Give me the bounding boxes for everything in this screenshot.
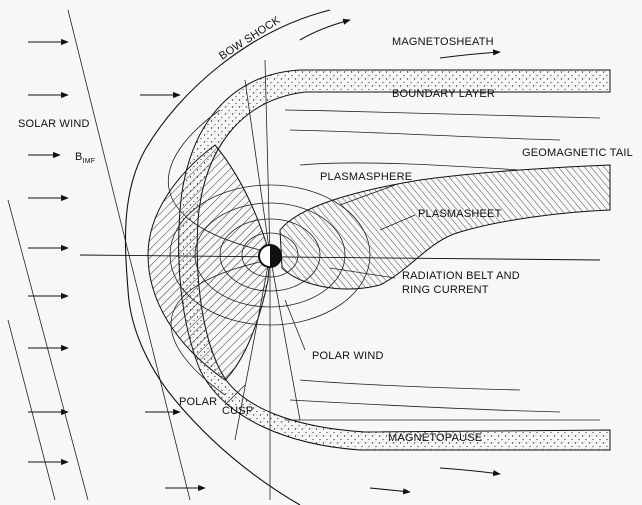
b-imf-label: BIMF [75, 151, 95, 165]
b-imf-sub: IMF [83, 158, 96, 165]
boundary-layer-label: BOUNDARY LAYER [392, 88, 495, 100]
plasmasheet-label: PLASMASHEET [418, 208, 502, 220]
magnetopause-label: MAGNETOPAUSE [388, 432, 482, 444]
radiation-belt-label-line1: RADIATION BELT AND [402, 270, 520, 282]
radiation-belt-label-line2: RING CURRENT [402, 284, 489, 296]
geomagnetic-tail-label: GEOMAGNETIC TAIL [522, 147, 633, 159]
plasmasphere-label: PLASMASPHERE [320, 171, 412, 183]
polar-label: POLAR [179, 396, 217, 408]
bow-shock-label: BOW SHOCK [217, 14, 283, 63]
solar-wind-arrows [28, 38, 206, 492]
dayside-hatched-region [147, 144, 271, 381]
solar-wind-label: SOLAR WIND [18, 118, 90, 130]
polar-wind-lines [234, 59, 301, 500]
earth-icon [258, 244, 282, 268]
b-imf-main: B [75, 151, 83, 163]
cusp-label: CUSP [222, 405, 253, 417]
sun-earth-line [79, 254, 601, 261]
magnetosheath-label: MAGNETOSHEATH [392, 36, 494, 48]
imf-field-lines [7, 9, 191, 501]
magnetosheath-arrows [299, 18, 501, 495]
bow-shock-curve [124, 9, 331, 505]
polar-wind-label: POLAR WIND [312, 350, 384, 362]
label-pointers [224, 184, 416, 406]
